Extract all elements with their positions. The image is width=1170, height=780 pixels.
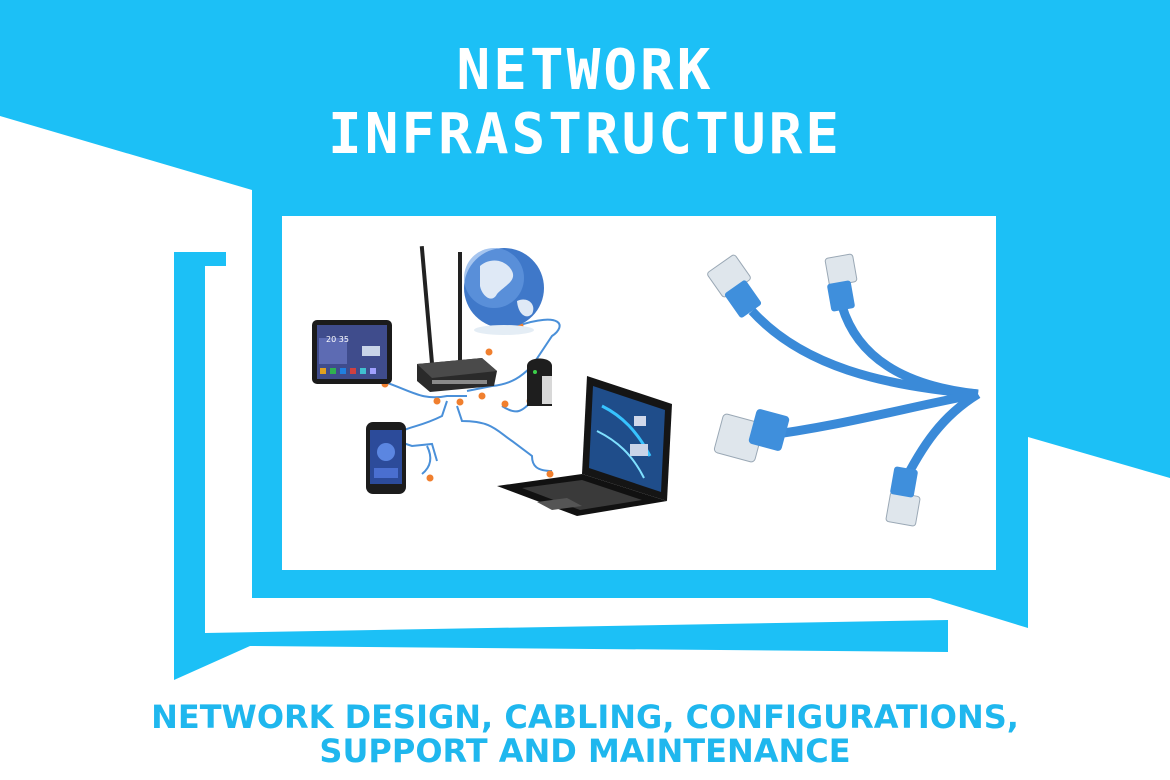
smartphone-icon (366, 422, 406, 494)
globe-icon (464, 248, 544, 335)
page-title-line-1: NETWORK (456, 38, 714, 103)
subtitle-line-2: SUPPORT AND MAINTENANCE (319, 732, 851, 770)
subtitle-line-1: NETWORK DESIGN, CABLING, CONFIGURATIONS, (151, 698, 1019, 736)
modem-icon (527, 358, 552, 406)
page-title-line-2: INFRASTRUCTURE (327, 102, 842, 167)
tablet-icon: 20 35 (312, 320, 392, 384)
bracket-frame (174, 252, 948, 680)
wire-connectors (381, 322, 554, 482)
tablet-clock: 20 35 (326, 335, 349, 344)
illustration-panel (282, 216, 996, 570)
laptop-icon (497, 376, 672, 516)
router-icon (417, 246, 497, 392)
ethernet-cables-icon (707, 253, 981, 527)
network-illustration: 20 35 (282, 216, 996, 570)
